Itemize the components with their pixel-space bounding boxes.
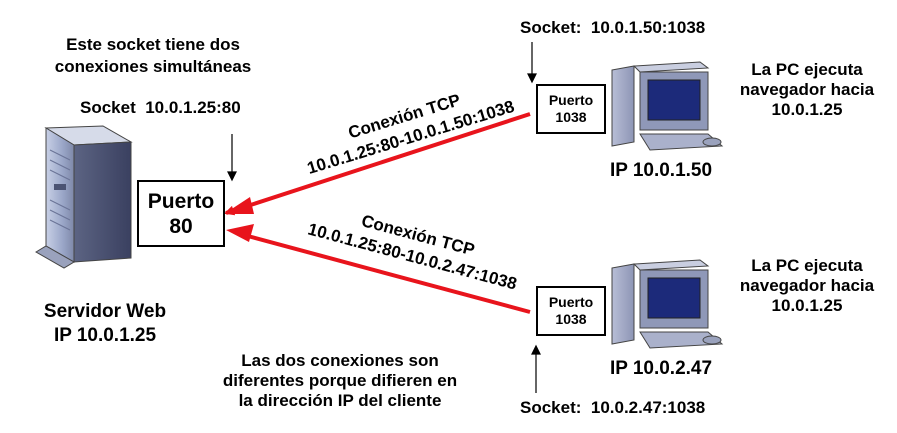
- client1-port-box: Puerto 1038: [536, 84, 606, 134]
- server-port-value: 80: [169, 214, 193, 238]
- server-ip: IP 10.0.1.25: [53, 325, 157, 346]
- server-identity: Servidor Web IP 10.0.1.25: [20, 300, 190, 348]
- client2-port-box: Puerto 1038: [536, 286, 606, 336]
- tcp-arrow-1: [224, 112, 531, 216]
- tcp-arrowhead-2: [226, 224, 254, 242]
- client1-port-value: 1038: [555, 109, 587, 125]
- footer-note-line2: diferentes porque difieren en: [222, 371, 458, 390]
- client1-note: La PC ejecuta navegador hacia 10.0.1.25: [722, 60, 892, 120]
- client1-note-line1: La PC ejecuta: [751, 60, 863, 79]
- pc-icon-1: [611, 61, 724, 151]
- footer-note: Las dos conexiones son diferentes porque…: [190, 351, 490, 411]
- server-note: Este socket tiene dos conexiones simultá…: [48, 34, 258, 78]
- server-name: Servidor Web: [43, 301, 167, 322]
- connection1-label: Conexión TCP 10.0.1.25:80-10.0.1.50:1038: [305, 90, 517, 178]
- socket-pointer-client2: [531, 344, 541, 393]
- server-socket-label: Socket: [80, 98, 136, 117]
- socket-pointer-server: [227, 134, 237, 182]
- footer-note-line1: Las dos conexiones son: [241, 351, 439, 370]
- tcp-arrow-2: [243, 233, 531, 314]
- client2-socket-label: Socket:: [520, 398, 582, 417]
- server-port-label: Puerto: [147, 189, 215, 213]
- client1-note-line3: 10.0.1.25: [771, 100, 843, 119]
- pc-icon-2: [611, 259, 724, 349]
- server-tower-icon: [35, 125, 133, 269]
- client1-ip: IP 10.0.1.50: [609, 160, 713, 181]
- client2-ip: IP 10.0.2.47: [609, 358, 713, 379]
- client2-note-line2: navegador hacia: [739, 276, 875, 295]
- server-socket-value: 10.0.1.25:80: [145, 98, 241, 117]
- client1-socket-label: Socket:: [520, 18, 582, 37]
- client2-socket-value: 10.0.2.47:1038: [590, 398, 706, 417]
- server-port-box: Puerto 80: [137, 180, 225, 247]
- server-note-line2: conexiones simultáneas: [54, 57, 252, 76]
- client2-note-line1: La PC ejecuta: [751, 256, 863, 275]
- server-note-line1: Este socket tiene dos: [66, 35, 240, 54]
- client2-socket: Socket: 10.0.2.47:1038: [520, 398, 705, 418]
- tcp-arrowhead-1: [224, 197, 254, 214]
- footer-note-line3: la dirección IP del cliente: [238, 391, 442, 410]
- client1-socket-value: 10.0.1.50:1038: [590, 18, 706, 37]
- client2-note-line3: 10.0.1.25: [771, 296, 843, 315]
- client1-socket: Socket: 10.0.1.50:1038: [520, 18, 705, 38]
- client1-note-line2: navegador hacia: [739, 80, 875, 99]
- client2-port-label: Puerto: [548, 294, 594, 310]
- client2-note: La PC ejecuta navegador hacia 10.0.1.25: [722, 256, 892, 316]
- client2-port-value: 1038: [555, 311, 587, 327]
- server-socket: Socket 10.0.1.25:80: [80, 98, 241, 118]
- client1-port-label: Puerto: [548, 92, 594, 108]
- socket-pointer-client1: [527, 42, 537, 84]
